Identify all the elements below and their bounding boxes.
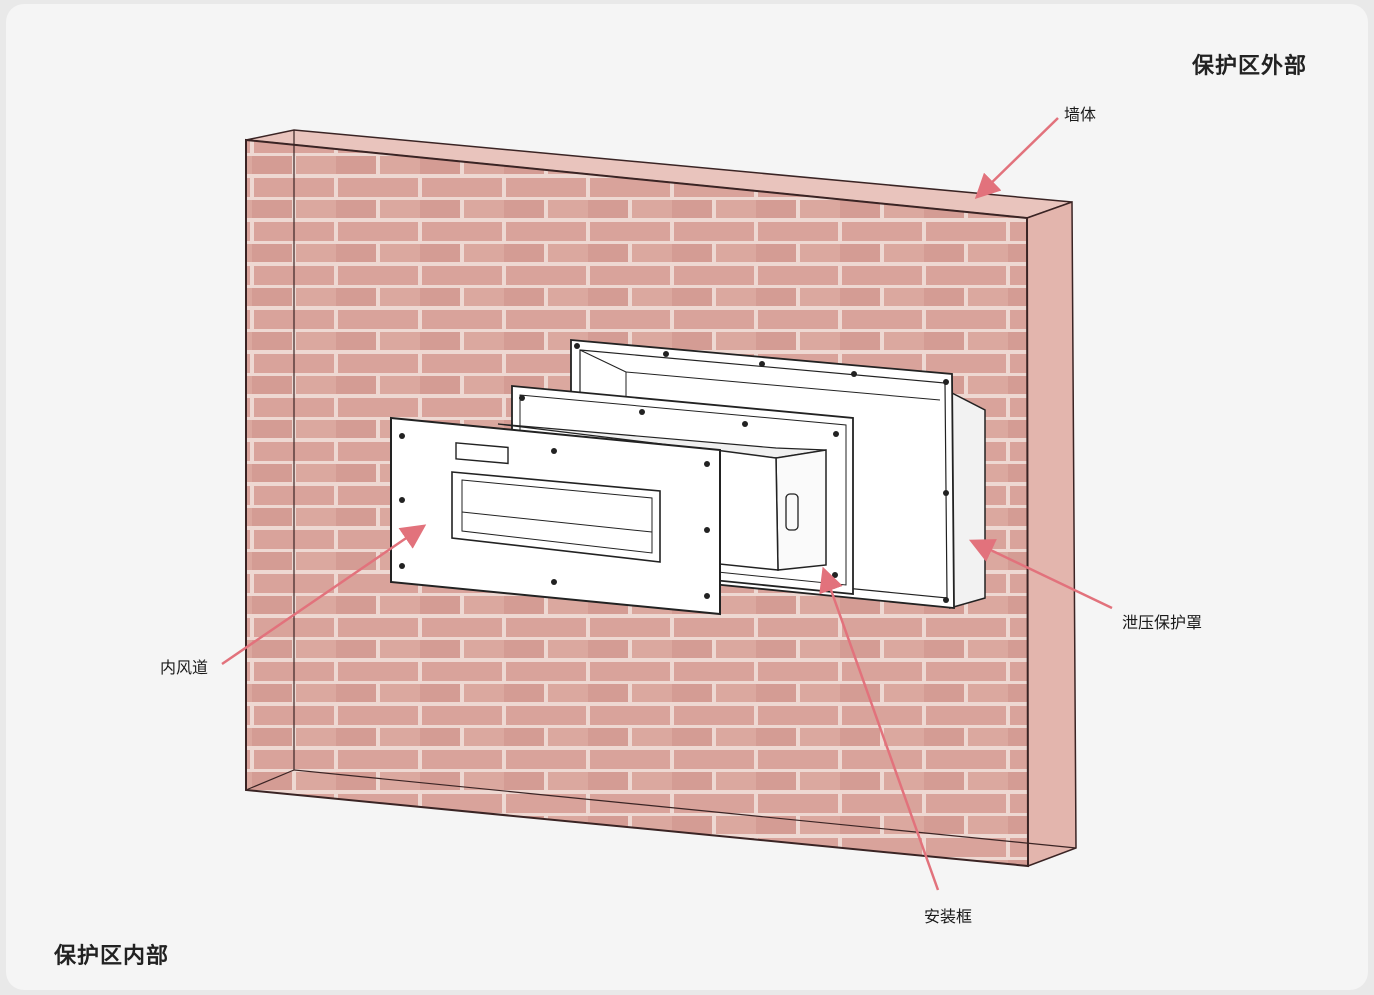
heading-outside: 保护区外部 [1192, 54, 1308, 79]
wall-right-face [1026, 200, 1077, 868]
label-inner-duct: 内风道 [160, 658, 209, 677]
mounting-frame-arrow [819, 566, 940, 891]
inner-duct-plate [390, 416, 721, 616]
leader-arrows [221, 117, 1113, 891]
heading-inside: 保护区内部 [54, 944, 170, 969]
label-relief-cover: 泄压保护罩 [1122, 613, 1203, 632]
label-mounting-frame: 安装框 [924, 907, 973, 926]
inner-duct-arrow [221, 524, 427, 666]
label-wall: 墙体 [1064, 105, 1097, 124]
relief-cover-arrow [968, 539, 1113, 610]
wall-arrow [974, 117, 1059, 199]
